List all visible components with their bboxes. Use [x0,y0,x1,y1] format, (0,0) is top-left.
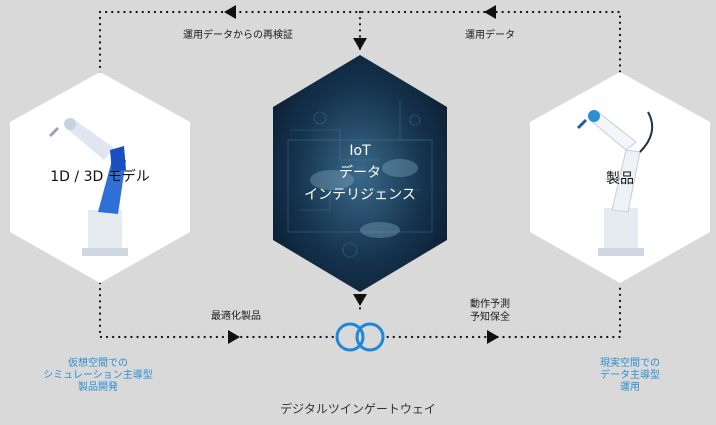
label-operational-data: 運用データ [465,30,515,41]
label-revalidation-from-operational-data: 運用データからの再検証 [183,30,293,41]
caption-real-line-3: 運用 [620,382,640,393]
arrow-icon [487,330,499,344]
label-predictive-maintenance: 予知保全 [470,312,510,323]
hex-label-product: 製品 [606,171,634,187]
hex-label-iot: IoT [349,143,371,159]
hex-label-1d-3d-model: 1D / 3D モデル [50,169,150,185]
label-predictive-operation: 動作予測 予知保全 [450,298,530,324]
caption-real-line-1: 現実空間での [600,358,660,369]
label-optimized-product: 最適化製品 [211,311,261,322]
left-hexagon-shape [10,72,190,283]
hex-label-intelligence: インテリジェンス [304,187,416,203]
arrow-icon [484,5,496,19]
digital-twin-gateway-title: デジタルツインゲートウェイ [280,402,436,416]
label-motion-prediction: 動作予測 [470,299,510,310]
flow-arrows [224,5,499,344]
arrow-icon [353,38,367,50]
hex-label-data: データ [339,165,381,181]
caption-real-space: 現実空間での データ主導型 運用 [575,358,685,394]
arrow-icon [353,294,367,306]
robot-arm-model-icon [48,118,128,256]
caption-virtual-line-2: シミュレーション主導型 [43,370,153,381]
caption-virtual-space: 仮想空間での シミュレーション主導型 製品開発 [28,358,168,394]
arrow-icon [224,5,236,19]
robot-arm-product-icon [576,110,654,256]
caption-virtual-line-1: 仮想空間での [68,358,128,369]
hex-label-iot-data-intelligence: IoT データ インテリジェンス [280,140,440,206]
caption-real-line-2: データ主導型 [600,370,660,381]
arrow-icon [228,330,240,344]
gateway-rings-icon [335,313,385,361]
caption-virtual-line-3: 製品開発 [78,382,118,393]
hexagon-iot-data-intelligence [273,55,447,292]
